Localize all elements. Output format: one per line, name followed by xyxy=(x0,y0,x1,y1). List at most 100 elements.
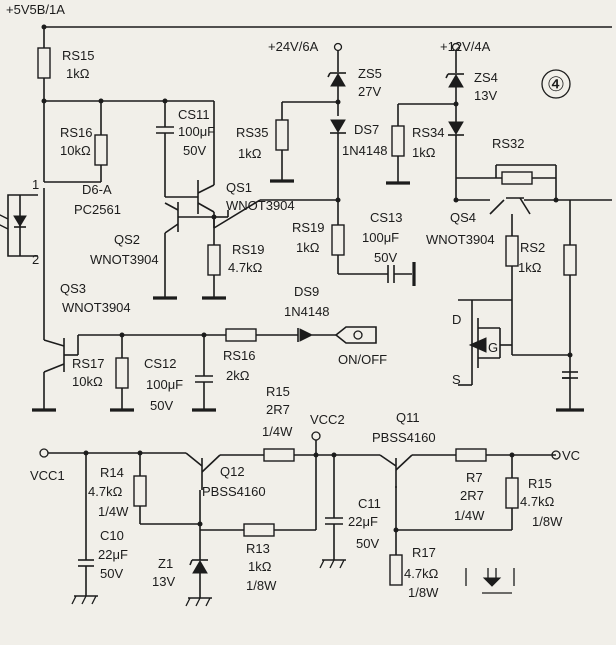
node-vcc2: VCC2 xyxy=(310,412,345,455)
on-off-connector: ON/OFF xyxy=(334,326,387,367)
q12-ref: Q12 xyxy=(220,464,245,479)
rail-24v: +24V/6A xyxy=(268,39,343,54)
resistor-rs16 xyxy=(94,134,108,166)
rs32-ref: RS32 xyxy=(492,136,525,151)
transistor-qs3: QS3 WNOT3904 xyxy=(32,262,298,412)
mos-pin-s: S xyxy=(452,372,461,387)
z1-ref: Z1 xyxy=(158,556,173,571)
qs2-ref: QS2 xyxy=(114,232,140,247)
optocoupler-d6: 1 2 D6-A PC2561 xyxy=(0,177,121,267)
rs2-ref: RS2 xyxy=(520,240,545,255)
vcc2-label: VCC2 xyxy=(310,412,345,427)
transistor-qs2: QS2 WNOT3904 xyxy=(90,202,214,300)
rs19a-value: 4.7kΩ xyxy=(228,260,263,275)
r15b-power: 1/8W xyxy=(532,514,563,529)
c10-voltage: 50V xyxy=(100,566,123,581)
resistor-rs17 xyxy=(115,357,129,389)
rs35-value: 1kΩ xyxy=(238,146,262,161)
r13-power: 1/8W xyxy=(246,578,277,593)
resistor-r14 xyxy=(133,475,147,507)
r15a-value: 2R7 xyxy=(266,402,290,417)
rs2-value: 1kΩ xyxy=(518,260,542,275)
rs15-value: 1kΩ xyxy=(66,66,90,81)
onoff-label: ON/OFF xyxy=(338,352,387,367)
z1-voltage: 13V xyxy=(152,574,175,589)
resistor-r13 xyxy=(243,523,275,537)
r15a-power: 1/4W xyxy=(262,424,293,439)
r15a-ref: R15 xyxy=(266,384,290,399)
qs2-part: WNOT3904 xyxy=(90,252,159,267)
c11-voltage: 50V xyxy=(356,536,379,551)
rs19a-ref: RS19 xyxy=(232,242,265,257)
mos-pin-d: D xyxy=(452,312,461,327)
resistor-rs19-4k7 xyxy=(207,244,221,276)
cs11-ref: CS11 xyxy=(178,107,210,122)
diode-ds9: DS9 1N4148 xyxy=(284,284,336,342)
section-marker: ④ xyxy=(547,74,565,96)
rs35-ref: RS35 xyxy=(236,125,269,140)
r15b-ref: R15 xyxy=(528,476,552,491)
resistor-r15-2r7 xyxy=(263,448,295,462)
r7-power: 1/4W xyxy=(454,508,485,523)
resistor-r17 xyxy=(389,554,403,586)
section-marker-circle xyxy=(541,69,571,99)
r13-value: 1kΩ xyxy=(248,559,272,574)
mosfet: D G S xyxy=(452,299,570,387)
node-vcc1: VCC1 xyxy=(30,448,65,483)
diode-zs4-series xyxy=(448,121,464,136)
rs15-ref: RS15 xyxy=(62,48,95,63)
rs19b-value: 1kΩ xyxy=(296,240,320,255)
cs13-ref: CS13 xyxy=(370,210,403,225)
ds9-part: 1N4148 xyxy=(284,304,330,319)
r17-ref: R17 xyxy=(412,545,436,560)
cs12-voltage: 50V xyxy=(150,398,173,413)
zs5-voltage: 27V xyxy=(358,84,381,99)
ds7-part: 1N4148 xyxy=(342,143,388,158)
node-vc: VC xyxy=(551,448,580,463)
rs19b-ref: RS19 xyxy=(292,220,325,235)
zs5-ref: ZS5 xyxy=(358,66,382,81)
opto-pin-2: 2 xyxy=(32,252,39,267)
zs4-ref: ZS4 xyxy=(474,70,498,85)
d6-ref: D6-A xyxy=(82,182,112,197)
resistor-rs15 xyxy=(37,47,51,79)
r7-value: 2R7 xyxy=(460,488,484,503)
rs16-value: 10kΩ xyxy=(60,143,91,158)
qs4-ref: QS4 xyxy=(450,210,476,225)
rs34-value: 1kΩ xyxy=(412,145,436,160)
qs4-part: WNOT3904 xyxy=(426,232,495,247)
zener-zs4: ZS4 13V xyxy=(445,70,498,103)
rail-12v: +12V/4A xyxy=(440,39,491,54)
qs3-ref: QS3 xyxy=(60,281,86,296)
vc-label: VC xyxy=(562,448,580,463)
qs1-part: WNOT3904 xyxy=(226,198,295,213)
c10-ref: C10 xyxy=(100,528,124,543)
rs17-ref: RS17 xyxy=(72,356,105,371)
r14-value: 4.7kΩ xyxy=(88,484,123,499)
cs11-voltage: 50V xyxy=(183,143,206,158)
qs3-part: WNOT3904 xyxy=(62,300,131,315)
rail-24v-label: +24V/6A xyxy=(268,39,319,54)
r7-ref: R7 xyxy=(466,470,483,485)
rs16b-ref: RS16 xyxy=(223,348,256,363)
mos-pin-g: G xyxy=(488,340,498,355)
cs12-ref: CS12 xyxy=(144,356,177,371)
cs13-voltage: 50V xyxy=(374,250,397,265)
transistor-q12: Q12 PBSS4160 xyxy=(199,454,266,524)
rail-5v5: +5V5B/1A xyxy=(6,2,612,30)
resistor-rs32 xyxy=(501,171,533,185)
r14-power: 1/4W xyxy=(98,504,129,519)
resistor-r15-4k7 xyxy=(505,477,519,509)
r14-ref: R14 xyxy=(100,465,124,480)
cs13-cap: 100μF xyxy=(362,230,399,245)
rs16b-value: 2kΩ xyxy=(226,368,250,383)
zener-z1: Z1 13V xyxy=(152,556,208,589)
qs1-ref: QS1 xyxy=(226,180,252,195)
resistor-rs16-2k xyxy=(225,328,257,342)
c10-cap: 22μF xyxy=(98,547,128,562)
zs4-voltage: 13V xyxy=(474,88,497,103)
rail-12v-label: +12V/4A xyxy=(440,39,491,54)
r17-power: 1/8W xyxy=(408,585,439,600)
